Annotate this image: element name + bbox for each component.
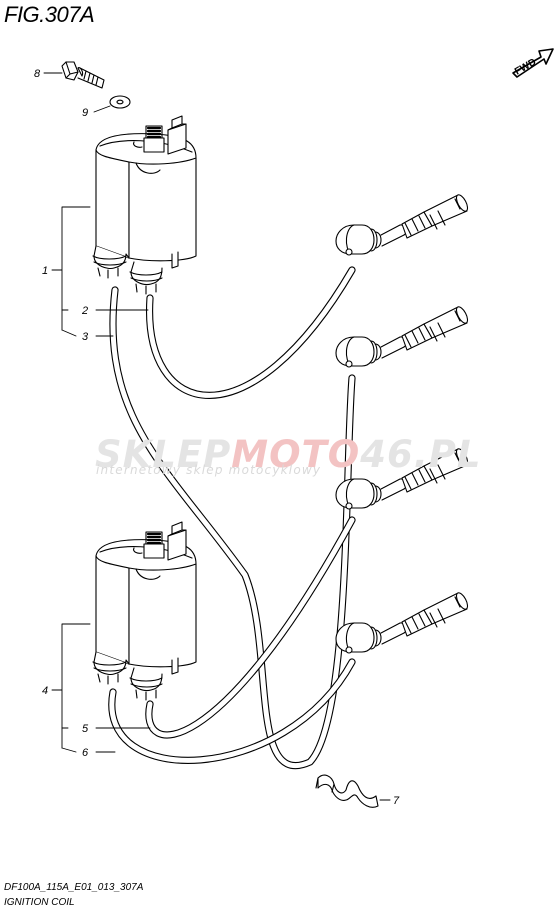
watermark-prefix: SKLEP [95, 433, 232, 476]
clip-part [315, 774, 379, 808]
callout-1: 1 [42, 265, 48, 277]
leader-lines [43, 72, 391, 801]
spark-plug-cap-2 [335, 304, 471, 368]
callout-9: 9 [82, 107, 88, 119]
bolt-part [61, 61, 105, 89]
callout-6: 6 [82, 747, 89, 759]
watermark-tagline: internetowy sklep motocyklowy [96, 463, 322, 477]
watermark-suffix: 46.PL [360, 433, 482, 476]
callout-3: 3 [82, 331, 89, 343]
callout-5: 5 [82, 723, 89, 735]
callout-4: 4 [42, 685, 48, 697]
callout-8: 8 [34, 68, 41, 80]
lead-wires [108, 266, 356, 770]
spark-plug-cap-4 [335, 590, 471, 654]
model-code: DF100A_115A_E01_013_307A [4, 882, 144, 893]
figure-caption: IGNITION COIL [4, 897, 75, 908]
ignition-coil-upper [91, 114, 198, 296]
washer-part [109, 95, 131, 109]
watermark-logo: SKLEPMOTO46.PL [95, 436, 482, 473]
ignition-coil-lower [91, 520, 198, 702]
callout-2: 2 [81, 305, 88, 317]
watermark-mid: MOTO [231, 433, 361, 476]
fwd-label: FWD [513, 57, 538, 78]
callout-7: 7 [393, 795, 400, 807]
spark-plug-cap-1 [335, 192, 471, 256]
forward-direction-arrow-icon [512, 48, 554, 78]
figure-title: FIG.307A [4, 2, 95, 27]
